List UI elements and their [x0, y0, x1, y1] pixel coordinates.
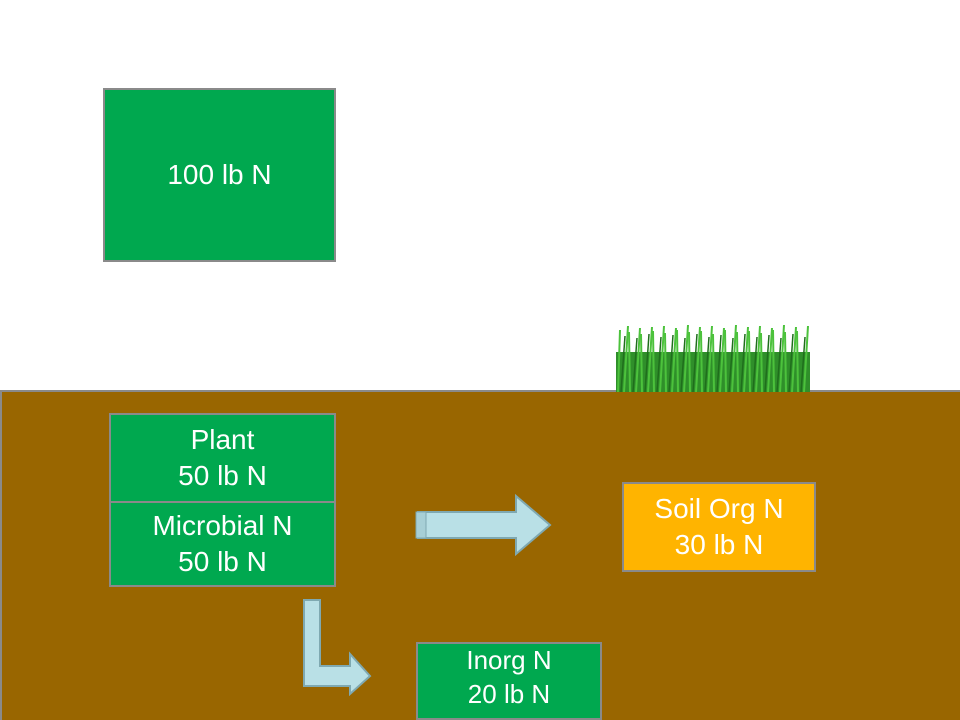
plant-box-title: Plant — [190, 423, 255, 455]
inorg-box-value: 20 lb N — [467, 678, 551, 709]
right-arrow-icon — [415, 494, 552, 556]
elbow-arrow-icon — [303, 599, 372, 696]
plant-box-value: 50 lb N — [178, 460, 267, 491]
soil-org-box-title: Soil Org N — [654, 492, 784, 524]
microbial-box-title: Microbial N — [152, 509, 293, 541]
inorg-nitrogen-box: Inorg N 20 lb N — [416, 642, 602, 720]
microbial-box-value: 50 lb N — [178, 546, 267, 577]
microbial-nitrogen-box: Microbial N 50 lb N — [109, 501, 336, 587]
grass-icon — [616, 324, 810, 392]
soil-org-nitrogen-box: Soil Org N 30 lb N — [622, 482, 816, 572]
top-nitrogen-box: 100 lb N — [103, 88, 336, 262]
inorg-box-title: Inorg N — [466, 645, 552, 675]
plant-nitrogen-box: Plant 50 lb N — [109, 413, 336, 503]
soil-org-box-value: 30 lb N — [674, 529, 764, 560]
top-nitrogen-label: 100 lb N — [167, 158, 272, 190]
